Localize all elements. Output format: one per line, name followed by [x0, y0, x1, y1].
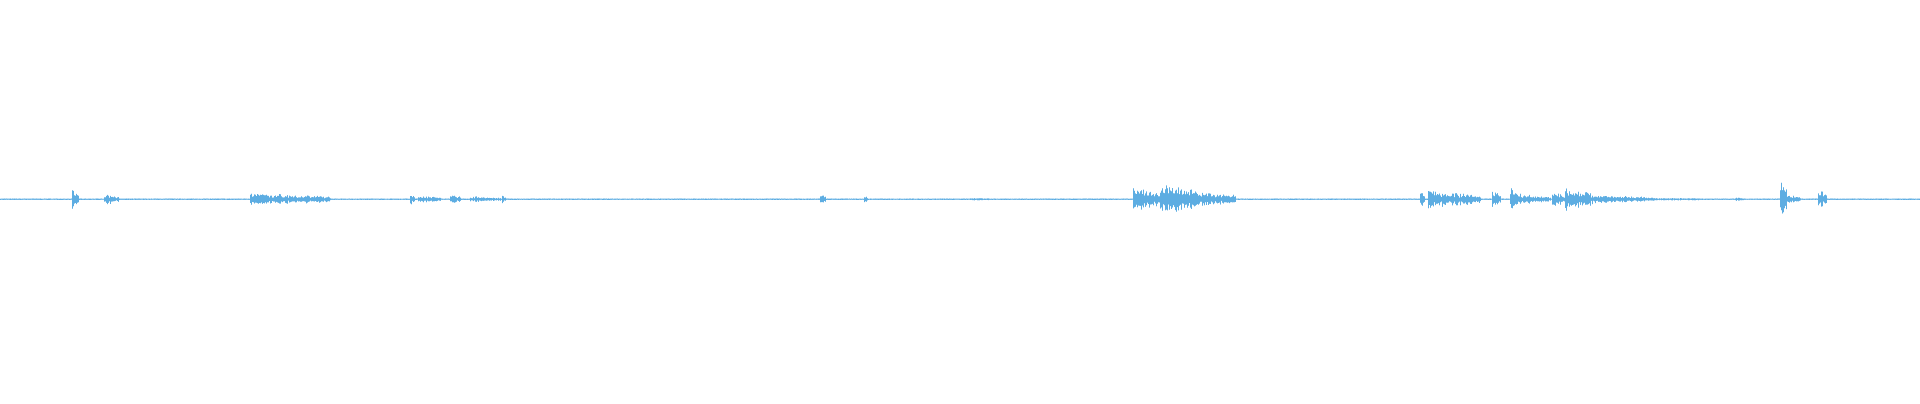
waveform-path	[0, 182, 1920, 214]
